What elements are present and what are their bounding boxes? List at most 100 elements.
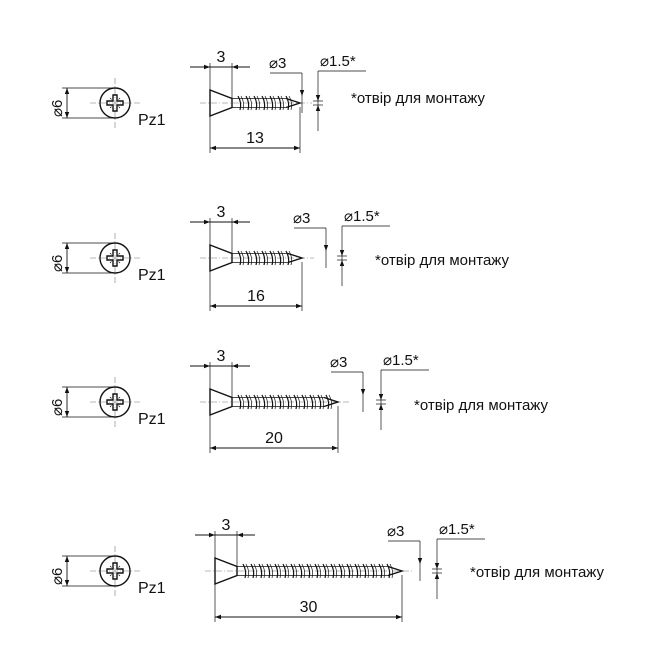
diameter-value: 3: [396, 523, 404, 540]
dimension-arrow: [237, 532, 243, 538]
dimension-arrow: [204, 64, 210, 70]
dimension-arrow: [294, 145, 300, 151]
dimension-arrow: [378, 404, 384, 410]
pilot-hole-label: ⌀1.5*: [320, 53, 356, 70]
length-label: 13: [246, 130, 264, 147]
diameter-value: 1.5*: [448, 521, 475, 538]
length-label: 16: [247, 288, 265, 305]
length-label: 30: [300, 599, 318, 616]
dimension-arrow: [64, 387, 70, 393]
dimension-arrow: [210, 445, 216, 451]
drive-type-label: Pz1: [138, 267, 166, 284]
dimension-arrow: [210, 303, 216, 309]
pilot-hole-label: ⌀1.5*: [439, 521, 475, 538]
dimension-arrow: [299, 90, 305, 96]
dimension-arrow: [215, 614, 221, 620]
head-height-label: 3: [217, 49, 226, 66]
diameter-value: 3: [302, 210, 310, 227]
mounting-hole-note: *отвір для монтажу: [414, 397, 549, 414]
diameter-value: 1.5*: [392, 352, 419, 369]
dimension-arrow: [64, 411, 70, 417]
diameter-symbol: ⌀: [330, 354, 339, 371]
diameter-symbol: ⌀: [49, 108, 66, 117]
dimension-arrow: [64, 267, 70, 273]
mounting-hole-note: *отвір для монтажу: [351, 90, 486, 107]
dimension-arrow: [64, 112, 70, 118]
diameter-symbol: ⌀: [293, 210, 302, 227]
dimension-arrow: [64, 580, 70, 586]
diameter-symbol: ⌀: [383, 352, 392, 369]
thread-helix: [237, 250, 293, 266]
pozidriv-recess-icon: [106, 249, 124, 267]
pozidriv-recess-icon: [106, 393, 124, 411]
diameter-symbol: ⌀: [387, 523, 396, 540]
diameter-value: 1.5*: [353, 208, 380, 225]
drive-type-label: Pz1: [138, 112, 166, 129]
diameter-symbol: ⌀: [269, 55, 278, 72]
thread-helix: [237, 95, 293, 111]
dimension-arrow: [396, 614, 402, 620]
dimension-arrow: [232, 64, 238, 70]
diameter-symbol: ⌀: [344, 208, 353, 225]
head-height-label: 3: [217, 204, 226, 221]
dimension-arrow: [378, 394, 384, 400]
screw-side-view: 313⌀3⌀1.5**отвір для монтажу: [190, 49, 486, 153]
drive-type-label: Pz1: [138, 411, 166, 428]
dimension-arrow: [204, 363, 210, 369]
diameter-value: 6: [49, 100, 66, 108]
screw-tip: [287, 252, 305, 264]
thread-diameter-label: ⌀3: [330, 354, 347, 371]
dimension-arrow: [434, 573, 440, 579]
thread-diameter-label: ⌀3: [269, 55, 286, 72]
dimension-arrow: [332, 445, 338, 451]
diameter-value: 3: [278, 55, 286, 72]
head-diameter-label: ⌀6: [49, 100, 66, 117]
dimension-arrow: [296, 303, 302, 309]
mounting-hole-note: *отвір для монтажу: [470, 564, 605, 581]
thread-diameter-label: ⌀3: [387, 523, 404, 540]
thread-diameter-label: ⌀3: [293, 210, 310, 227]
dimension-arrow: [204, 219, 210, 225]
diameter-symbol: ⌀: [439, 521, 448, 538]
pilot-hole-label: ⌀1.5*: [383, 352, 419, 369]
dimension-arrow: [210, 145, 216, 151]
diameter-value: 6: [49, 255, 66, 263]
dimension-arrow: [339, 260, 345, 266]
diameter-value: 6: [49, 399, 66, 407]
diameter-symbol: ⌀: [320, 53, 329, 70]
drive-type-label: Pz1: [138, 580, 166, 597]
dimension-arrow: [339, 250, 345, 256]
head-height-label: 3: [217, 348, 226, 365]
dimension-arrow: [360, 389, 366, 395]
pozidriv-recess-icon: [106, 94, 124, 112]
length-label: 20: [265, 430, 283, 447]
dimension-arrow: [315, 105, 321, 111]
head-height-label: 3: [222, 517, 231, 534]
diameter-value: 3: [339, 354, 347, 371]
dimension-arrow: [323, 245, 329, 251]
dimension-arrow: [64, 88, 70, 94]
screw-side-view: 320⌀3⌀1.5**отвір для монтажу: [190, 348, 549, 453]
dimension-arrow: [232, 219, 238, 225]
dimension-arrow: [64, 243, 70, 249]
head-diameter-label: ⌀6: [49, 399, 66, 416]
dimension-arrow: [209, 532, 215, 538]
diameter-symbol: ⌀: [49, 407, 66, 416]
pilot-hole-label: ⌀1.5*: [344, 208, 380, 225]
dimension-arrow: [434, 563, 440, 569]
screw-side-view: 330⌀3⌀1.5**отвір для монтажу: [195, 517, 605, 622]
dimension-arrow: [315, 95, 321, 101]
pozidriv-recess-icon: [106, 562, 124, 580]
dimension-arrow: [64, 556, 70, 562]
diameter-value: 6: [49, 568, 66, 576]
diameter-value: 1.5*: [329, 53, 356, 70]
